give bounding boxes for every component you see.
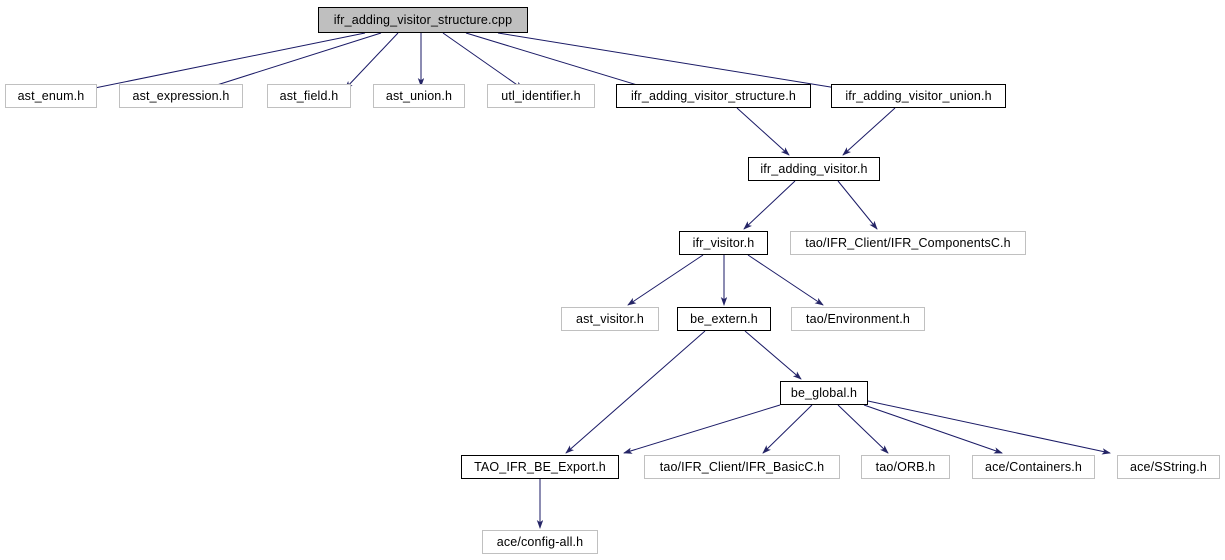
graph-node-be-extern-h[interactable]: be_extern.h [677, 307, 771, 331]
graph-edge-n0-to-n3 [344, 32, 399, 90]
graph-node-tao-orb-h[interactable]: tao/ORB.h [861, 455, 950, 479]
graph-edge-n9-to-n13 [747, 254, 824, 306]
graph-node-label: ast_expression.h [132, 88, 230, 103]
graph-node-label: ast_union.h [385, 88, 453, 103]
graph-node-label: be_extern.h [690, 311, 758, 326]
graph-edge-n0-to-n1 [79, 32, 366, 93]
graph-node-ast-field-h[interactable]: ast_field.h [267, 84, 351, 108]
graph-node-label: be_global.h [790, 385, 858, 400]
graph-node-tao-ifr-be-export-h[interactable]: TAO_IFR_BE_Export.h [461, 455, 619, 479]
graph-edge-n0-to-n5 [442, 32, 524, 90]
graph-node-be-global-h[interactable]: be_global.h [780, 381, 868, 405]
graph-node-tao-environment-h[interactable]: tao/Environment.h [791, 307, 925, 331]
graph-edge-n9-to-n11 [627, 254, 704, 306]
graph-node-label: TAO_IFR_BE_Export.h [474, 459, 606, 474]
graph-node-ace-sstring-h[interactable]: ace/SString.h [1117, 455, 1220, 479]
graph-node-label: ast_field.h [279, 88, 339, 103]
graph-edge-n14-to-n15 [623, 404, 781, 454]
graph-edge-n12-to-n15 [565, 330, 706, 454]
graph-node-ifr-adding-visitor-union-h[interactable]: ifr_adding_visitor_union.h [831, 84, 1006, 108]
graph-edge-n14-to-n19 [867, 400, 1111, 455]
graph-node-utl-identifier-h[interactable]: utl_identifier.h [487, 84, 595, 108]
graph-node-ast-visitor-h[interactable]: ast_visitor.h [561, 307, 659, 331]
graph-node-ifr-visitor-h[interactable]: ifr_visitor.h [679, 231, 768, 255]
graph-edge-n6-to-n8 [736, 107, 790, 156]
graph-edge-n0-to-n6 [465, 32, 658, 92]
graph-edge-n12-to-n14 [744, 330, 802, 380]
graph-node-label: ifr_visitor.h [692, 235, 755, 250]
graph-node-label: ace/SString.h [1130, 459, 1207, 474]
graph-node-ifr-adding-visitor-structure-cpp[interactable]: ifr_adding_visitor_structure.cpp [318, 7, 528, 33]
graph-node-ast-enum-h[interactable]: ast_enum.h [5, 84, 97, 108]
graph-node-tao-ifr-client-ifr-componentsc-h[interactable]: tao/IFR_Client/IFR_ComponentsC.h [790, 231, 1026, 255]
graph-edge-n14-to-n18 [863, 404, 1003, 454]
graph-edge-n0-to-n7 [497, 32, 856, 93]
graph-edge-n8-to-n9 [743, 180, 796, 230]
graph-node-label: ifr_adding_visitor.h [760, 161, 868, 176]
graph-node-label: ifr_adding_visitor_structure.cpp [333, 12, 513, 27]
graph-edge-n8-to-n10 [837, 180, 878, 230]
graph-edge-n14-to-n17 [837, 404, 889, 454]
graph-node-label: tao/IFR_Client/IFR_BasicC.h [659, 459, 825, 474]
graph-node-label: utl_identifier.h [501, 88, 581, 103]
graph-node-ast-union-h[interactable]: ast_union.h [373, 84, 465, 108]
graph-node-label: ast_visitor.h [576, 311, 644, 326]
graph-edge-n7-to-n8 [842, 107, 896, 156]
graph-node-label: tao/ORB.h [875, 459, 936, 474]
graph-node-ifr-adding-visitor-h[interactable]: ifr_adding_visitor.h [748, 157, 880, 181]
graph-edge-n14-to-n16 [762, 404, 813, 454]
graph-edge-n0-to-n2 [197, 32, 382, 92]
graph-node-label: ast_enum.h [17, 88, 85, 103]
edge-group [79, 32, 1111, 529]
graph-node-label: tao/Environment.h [806, 311, 910, 326]
graph-node-ace-config-all-h[interactable]: ace/config-all.h [482, 530, 598, 554]
graph-node-label: tao/IFR_Client/IFR_ComponentsC.h [805, 235, 1011, 250]
graph-node-label: ifr_adding_visitor_structure.h [631, 88, 796, 103]
graph-node-ifr-adding-visitor-structure-h[interactable]: ifr_adding_visitor_structure.h [616, 84, 811, 108]
graph-node-ace-containers-h[interactable]: ace/Containers.h [972, 455, 1095, 479]
graph-node-ast-expression-h[interactable]: ast_expression.h [119, 84, 243, 108]
graph-node-tao-ifr-client-ifr-basicc-h[interactable]: tao/IFR_Client/IFR_BasicC.h [644, 455, 840, 479]
graph-node-label: ace/config-all.h [496, 534, 584, 549]
graph-node-label: ifr_adding_visitor_union.h [845, 88, 992, 103]
graph-node-label: ace/Containers.h [985, 459, 1082, 474]
